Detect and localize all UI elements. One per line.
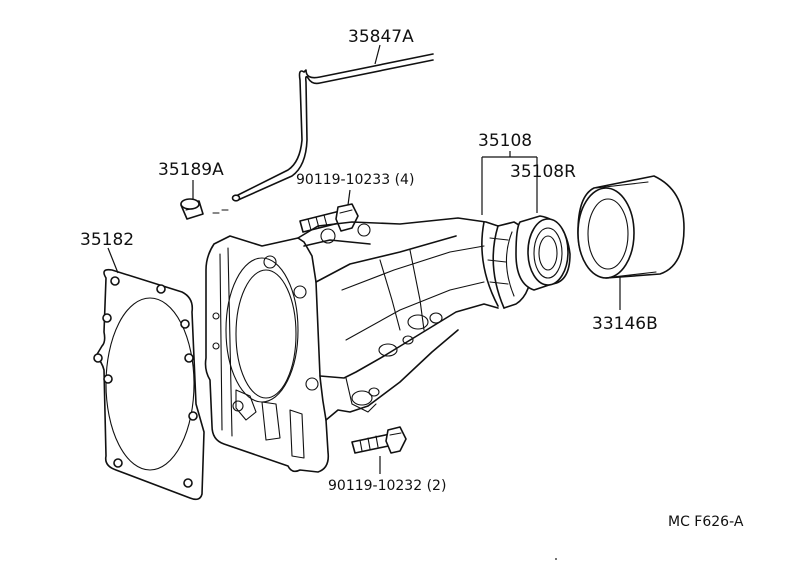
label-90119-10233: 90119-10233 (4) xyxy=(296,172,414,188)
label-35847A: 35847A xyxy=(348,27,414,47)
leader-35182 xyxy=(107,247,119,274)
leader-90119-10233 xyxy=(347,189,351,206)
bolt-upper xyxy=(299,203,359,233)
leader-35108 xyxy=(481,151,538,215)
label-35108R: 35108R xyxy=(510,162,576,182)
oil-seal xyxy=(515,215,571,291)
label-35182: 35182 xyxy=(80,230,134,250)
label-35189A: 35189A xyxy=(158,160,224,180)
plug xyxy=(180,198,204,220)
speck xyxy=(555,558,557,560)
bolt-lower xyxy=(351,426,407,454)
label-33146B: 33146B xyxy=(592,314,658,334)
gasket xyxy=(93,268,205,501)
label-35108: 35108 xyxy=(478,131,532,151)
label-90119-10232: 90119-10232 (2) xyxy=(328,478,446,494)
figure-code: MC F626-A xyxy=(668,514,744,530)
extension-housing xyxy=(204,217,533,473)
dash-marks xyxy=(212,209,229,214)
leader-35847A xyxy=(374,44,381,65)
dust-boot xyxy=(577,175,685,279)
breather-tube xyxy=(231,53,434,202)
